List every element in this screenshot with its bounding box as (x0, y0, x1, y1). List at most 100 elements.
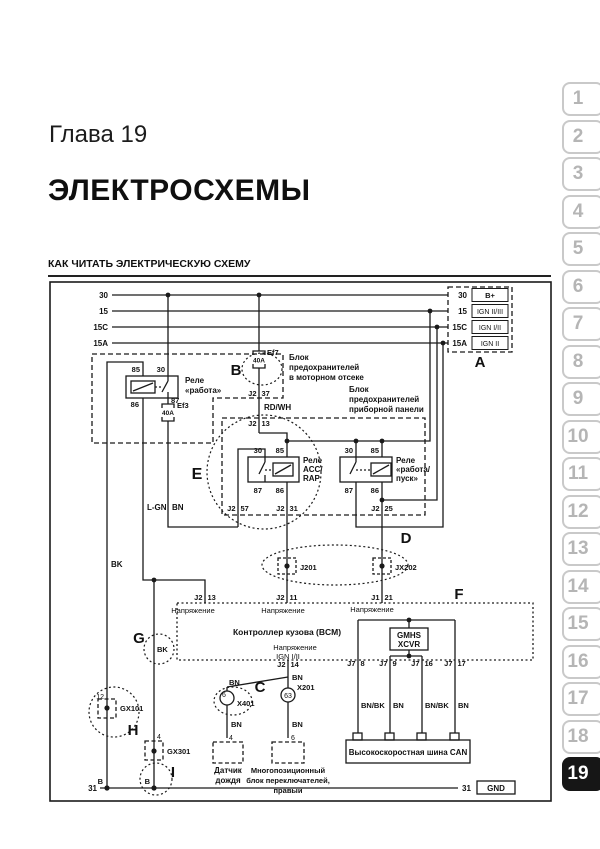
chapter-tab-15[interactable]: 15 (562, 607, 600, 641)
x401-pin6: 6 (222, 692, 226, 699)
diagram-border (49, 281, 552, 802)
relay2-name-2: ACC/ (303, 465, 323, 474)
bus-31-right: 31 (462, 784, 471, 793)
chapter-tab-4[interactable]: 4 (562, 194, 600, 229)
ground-gx101: GX101 (120, 704, 143, 713)
wire-bn-2: BN (393, 701, 404, 710)
bus-15a-label: 15A (93, 339, 108, 348)
multi-switch-2: блок переключателей, (246, 776, 330, 785)
relay1-pin86: 86 (131, 400, 139, 409)
can-bus-title: Высокоскоростная шина CAN (349, 748, 468, 757)
panel-fuse-block (221, 417, 426, 516)
bcm-block (176, 602, 534, 733)
pin-j2-11-right: 11 (290, 593, 298, 602)
chapter-tab-11[interactable]: 11 (562, 457, 600, 491)
pin-j2-13-panel-right: 13 (262, 419, 270, 428)
chapter-tab-6[interactable]: 6 (562, 269, 600, 304)
gmhs-2: XCVR (398, 640, 420, 649)
conn-x201: X201 (297, 683, 315, 692)
pin-j2-25-right: 25 (385, 504, 393, 513)
pin-j2-25-left: J2 (371, 504, 379, 513)
conn-x401: X401 (237, 699, 255, 708)
can-bus-block (345, 732, 471, 764)
bus-15c-label: 15C (93, 323, 108, 332)
wire-bk: BK (111, 560, 123, 569)
chapter-tab-7[interactable]: 7 (562, 307, 600, 341)
chapter-tab-13[interactable]: 13 (562, 532, 600, 566)
gx101-pin12: 12 (96, 694, 104, 701)
pin-j2-31-left: J2 (276, 504, 284, 513)
relay1-name-1: Реле (185, 376, 205, 385)
ground-b-1: B (98, 777, 104, 786)
bcm-voltage-4: Напряжение (273, 643, 317, 652)
abox-ign12: IGN I/II (479, 325, 501, 332)
bcm-feed-wires (286, 482, 383, 603)
rain-sensor-2: дождя (215, 776, 241, 785)
relay1-name-2: «работа» (185, 386, 222, 395)
feed-wires (106, 295, 444, 788)
pin-j2-13-bcm-right: 13 (208, 593, 216, 602)
bcm-voltage-2: Напряжение (261, 606, 305, 615)
x201-pin63: 63 (284, 693, 292, 700)
letter-b: B (231, 362, 242, 379)
connector-branch (212, 660, 305, 764)
pin-j2-37-left: J2 (248, 389, 256, 398)
chapter-tab-17[interactable]: 17 (562, 682, 600, 716)
abox-15: 15 (458, 307, 467, 316)
relay3-pin30: 30 (345, 446, 353, 455)
fuse-ef7-rating: 40A (253, 358, 265, 365)
chapter-heading: Глава 19 (49, 121, 148, 148)
chapter-tab-16[interactable]: 16 (562, 644, 600, 679)
chapter-tab-1[interactable]: 1 (562, 82, 600, 116)
ground-gx301: GX301 (167, 747, 190, 756)
chapter-tab-12[interactable]: 12 (562, 494, 600, 529)
chapter-tab-8[interactable]: 8 (562, 344, 600, 379)
letter-c: C (255, 679, 266, 696)
pin-j2-14-right: 14 (291, 660, 300, 669)
fuse-ef7: Ef7 (267, 348, 279, 357)
block-a (447, 286, 513, 353)
fuse-ef3: Ef3 (177, 401, 189, 410)
wire-bnbk-2: BN/BK (425, 701, 449, 710)
page-title: ЭЛЕКТРОСХЕМЫ (48, 174, 311, 207)
engine-fusebox-1: Блок (289, 353, 310, 362)
c-bn-3: BN (231, 720, 242, 729)
splices (277, 557, 392, 575)
relay1-pin30: 30 (157, 365, 165, 374)
chapter-tab-10[interactable]: 10 (562, 419, 600, 454)
panel-fusebox-1: Блок (349, 385, 370, 394)
junction-dots (104, 292, 446, 791)
abox-30: 30 (458, 291, 467, 300)
chapter-tab-19[interactable]: 19 (562, 757, 600, 791)
abox-bplus: B+ (485, 291, 495, 300)
gx301-pin4: 4 (157, 734, 161, 741)
relay2-pin85: 85 (276, 446, 284, 455)
letter-g: G (133, 630, 145, 647)
abox-ign2: IGN II (481, 341, 499, 348)
relay2-pin87: 87 (254, 486, 262, 495)
chapter-tab-2[interactable]: 2 (562, 119, 600, 154)
c-bn-2: BN (292, 673, 303, 682)
chapter-tab-3[interactable]: 3 (562, 157, 600, 191)
multi-switch-1: Многопозиционный (251, 766, 326, 775)
wire-bn-3: BN (458, 701, 469, 710)
pin-j2-14-left: J2 (277, 660, 285, 669)
relay3-pin85: 85 (371, 446, 379, 455)
chapter-tab-14[interactable]: 14 (562, 569, 600, 604)
letter-e: E (192, 466, 203, 483)
letter-h: H (128, 722, 139, 739)
pin-j7-9-right: 9 (393, 659, 397, 668)
relay3-pin86: 86 (371, 486, 379, 495)
panel-fusebox-2: предохранителей (349, 395, 419, 404)
chapter-tab-5[interactable]: 5 (562, 232, 600, 266)
bcm-voltage-3: Напряжение (350, 605, 394, 614)
chapter-tab-18[interactable]: 18 (562, 719, 600, 754)
pin-j1-21-left: J1 (371, 593, 379, 602)
chapter-tab-9[interactable]: 9 (562, 382, 600, 416)
pin-j7-17-left: J7 (444, 659, 452, 668)
bcm-voltage-1: Напряжение (171, 606, 215, 615)
bcm-title: Контроллер кузова (BCM) (233, 627, 341, 637)
letter-a: A (475, 354, 486, 371)
pin-j7-16-right: 16 (425, 659, 433, 668)
